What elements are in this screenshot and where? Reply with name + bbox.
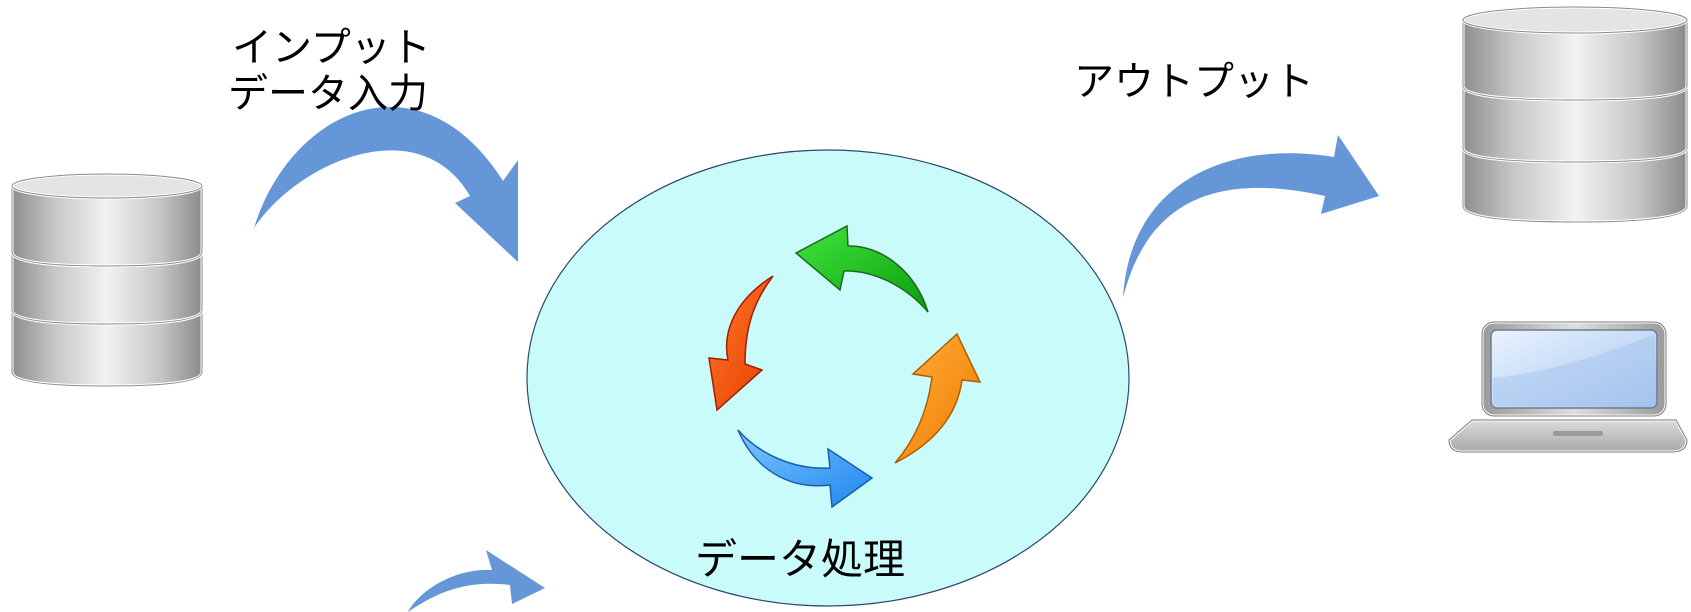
input-database-icon (10, 172, 204, 388)
input-label-line2: データ入力 (228, 71, 428, 117)
secondary-input-flow-arrow (408, 550, 545, 612)
output-label: アウトプット (1074, 59, 1314, 105)
cycle-arrow-red (708, 275, 774, 412)
laptop-icon (1447, 320, 1689, 454)
cycle-arrow-orange (894, 332, 982, 464)
cycle-arrow-green (794, 224, 929, 313)
cycle-arrows-icon (708, 224, 982, 509)
output-flow-arrow (1123, 135, 1379, 298)
output-database-icon (1461, 5, 1689, 224)
cycle-arrow-blue (737, 429, 874, 509)
input-label-line1: インプット (232, 25, 431, 71)
input-flow-arrow (254, 106, 518, 263)
processing-ellipse (526, 149, 1130, 607)
processing-label: データ処理 (695, 535, 906, 584)
